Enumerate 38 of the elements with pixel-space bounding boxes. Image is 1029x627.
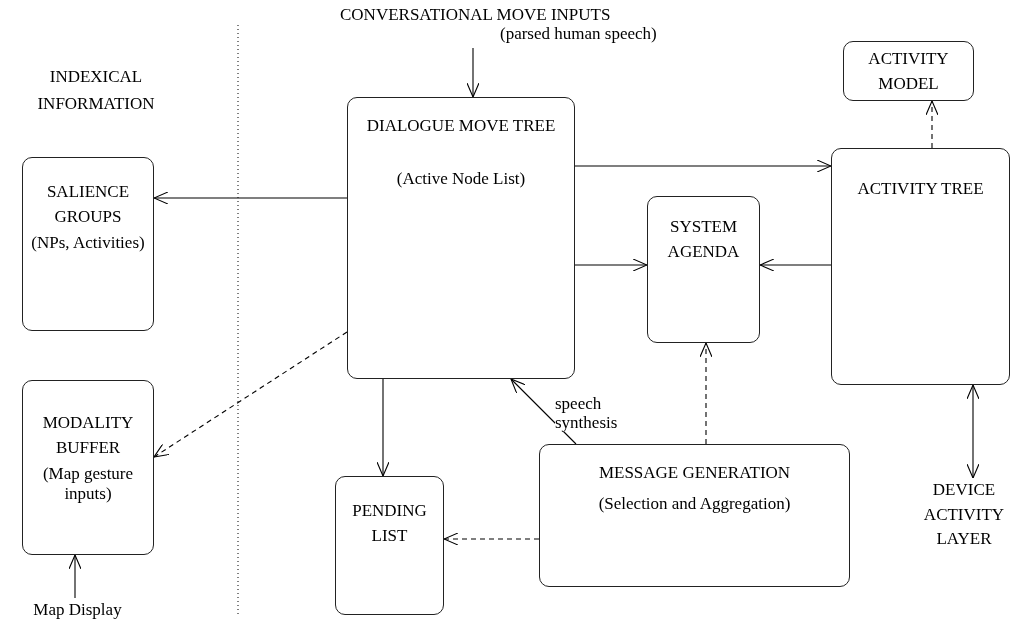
- process-box: [647, 196, 760, 343]
- box-title: MESSAGE GENERATION: [598, 462, 791, 484]
- text-label: CONVERSATIONAL MOVE INPUTS: [340, 6, 611, 25]
- box-title: MODALITY BUFFER: [41, 412, 135, 459]
- process-box: [843, 41, 974, 101]
- box-title: PENDING LIST: [351, 500, 428, 547]
- box-title: DIALOGUE MOVE TREE: [366, 115, 556, 137]
- arrow: [466, 47, 480, 98]
- dashed-arrow: [925, 100, 939, 149]
- process-box: [22, 380, 154, 555]
- box-subtitle: (Active Node List): [396, 168, 526, 189]
- process-box: [831, 148, 1010, 385]
- process-box: [335, 476, 444, 615]
- dashed-arrow: [443, 532, 540, 546]
- arrow: [153, 191, 348, 205]
- arrow: [574, 159, 832, 173]
- box-title: SYSTEM AGENDA: [666, 216, 741, 263]
- dashed-arrow: [699, 342, 713, 445]
- text-label: DEVICE ACTIVITY LAYER: [922, 479, 1006, 551]
- text-label: Map Display: [33, 599, 122, 621]
- arrow: [68, 554, 82, 599]
- process-box: [347, 97, 575, 379]
- box-subtitle: (NPs, Activities): [31, 233, 145, 253]
- process-box: [539, 444, 850, 587]
- box-subtitle: (parsed human speech): [500, 24, 657, 44]
- section-label: INDEXICAL INFORMATION: [36, 66, 156, 116]
- arrow: [574, 258, 648, 272]
- dashed-arrow: [153, 331, 348, 458]
- box-title: SALIENCE GROUPS: [45, 181, 131, 228]
- box-subtitle: (Selection and Aggregation): [598, 493, 791, 514]
- box-subtitle: (Map gesture inputs): [41, 464, 135, 504]
- arrow: [376, 378, 390, 477]
- process-box: [22, 157, 154, 331]
- arrow: [510, 378, 577, 445]
- box-title: ACTIVITY MODEL: [867, 48, 950, 95]
- box-title: ACTIVITY TREE: [857, 178, 984, 200]
- double-arrow: [966, 384, 980, 479]
- arrow: [759, 258, 832, 272]
